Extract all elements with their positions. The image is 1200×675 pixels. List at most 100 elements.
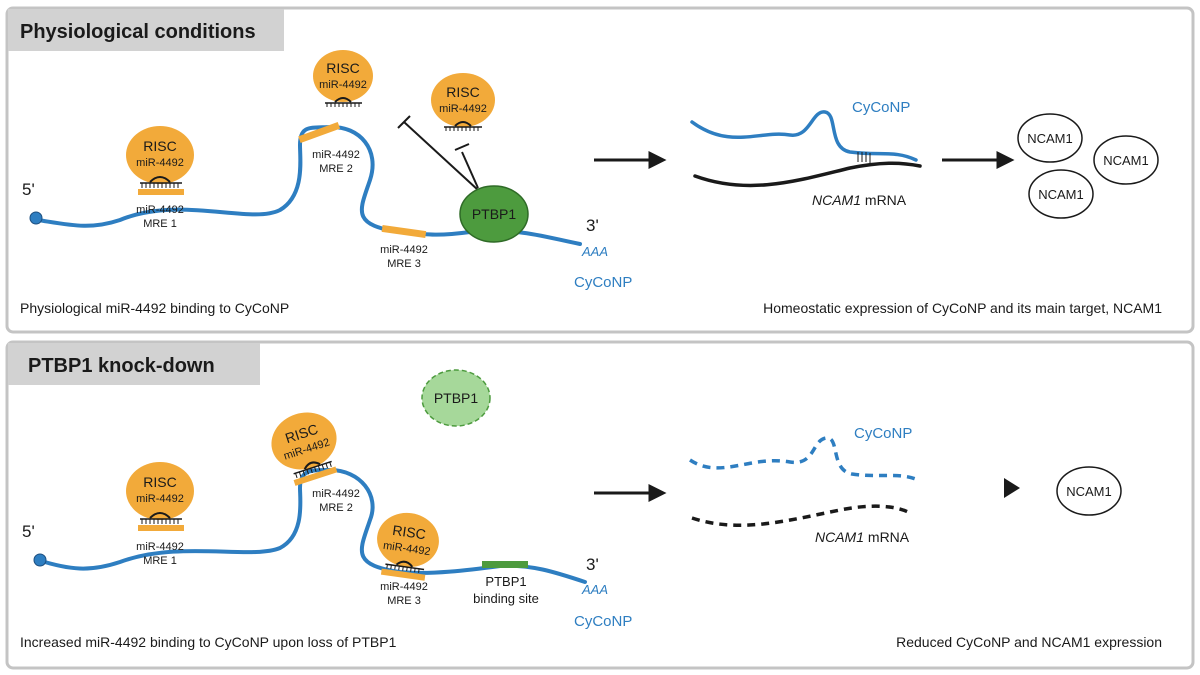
polya-tail: AAA (581, 244, 608, 259)
caption-right: Reduced CyCoNP and NCAM1 expression (896, 634, 1162, 650)
mirna-loop (334, 97, 352, 103)
binding-site-label: binding site (473, 591, 539, 606)
inhibition-bar (454, 143, 470, 151)
mre-1-complex: RISC miR-4492 miR-4492 MRE 1 (126, 462, 194, 567)
mrna-suffix: mRNA (861, 192, 907, 208)
mre-2 (298, 121, 341, 143)
mre-3-site: miR-4492 MRE 3 (380, 224, 428, 270)
base-pairing (857, 152, 871, 163)
ncam1-gene-name: NCAM1 (815, 529, 864, 545)
ncam1-mrna-label: NCAM1 mRNA (812, 192, 907, 208)
risc-label: RISC (143, 138, 176, 154)
cyconp-rna (690, 110, 918, 162)
reduced-arrow-head (1004, 478, 1020, 498)
mirna-loop (454, 121, 472, 127)
cyconp-label: CyCoNP (852, 99, 910, 116)
mre-label: MRE 2 (319, 163, 353, 175)
mrna-suffix: mRNA (864, 529, 910, 545)
ncam1-mrna-label: NCAM1 mRNA (815, 529, 910, 545)
risc-mirna-label: miR-4492 (136, 157, 184, 169)
mre-2-complex: RISC miR-4492 miR-4492 MRE 2 (298, 50, 373, 175)
inhibition-bar (397, 115, 411, 129)
risc-complex (126, 126, 194, 184)
ncam1-protein (1093, 135, 1159, 185)
ncam1-protein (1056, 466, 1122, 516)
risc-label: RISC (391, 522, 426, 543)
mre-label: miR-4492 (380, 244, 428, 256)
free-risc-complex: RISC miR-4492 (431, 73, 495, 131)
mre-label: MRE 1 (143, 218, 177, 230)
panel-header (8, 9, 284, 51)
three-prime-label: 3' (586, 216, 599, 235)
panel-title: Physiological conditions (20, 21, 256, 43)
ptbp1-protein (459, 185, 529, 243)
mre-label: miR-4492 (136, 204, 184, 216)
ncam1-mrna (693, 161, 922, 188)
risc-complex (377, 512, 439, 568)
ncam1-protein-label: NCAM1 (1027, 131, 1073, 146)
risc-mirna-label: miR-4492 (136, 493, 184, 505)
mre-label: MRE 3 (387, 258, 421, 270)
mre-label: miR-4492 (312, 488, 360, 500)
five-prime-label: 5' (22, 522, 35, 541)
risc-label: RISC (326, 60, 359, 76)
mre-3 (380, 568, 426, 581)
five-prime-label: 5' (22, 180, 35, 199)
ncam1-gene-name: NCAM1 (812, 192, 861, 208)
panel-border (5, 6, 1195, 334)
mre-2-complex: RISC miR-4492 miR-4492 MRE 2 (271, 412, 360, 514)
ptbp1-label: PTBP1 (472, 206, 517, 222)
ncam1-protein-label: NCAM1 (1103, 153, 1149, 168)
risc-complex (431, 73, 495, 127)
ncam1-protein (1028, 169, 1094, 219)
cyconp-label: CyCoNP (854, 425, 912, 442)
caption-right: Homeostatic expression of CyCoNP and its… (763, 300, 1162, 316)
ptbp1-binding-site (482, 561, 528, 568)
mre-label: miR-4492 (312, 149, 360, 161)
mre-3 (381, 224, 427, 239)
risc-mirna-label: miR-4492 (319, 79, 367, 91)
risc-label: RISC (143, 474, 176, 490)
mirna-loop (395, 560, 414, 568)
risc-complex (271, 412, 337, 470)
inhibition-line (461, 151, 479, 189)
ncam1-mrna-degraded (691, 504, 911, 527)
inhibition-line (403, 121, 479, 191)
mirna-loop (149, 176, 171, 183)
binding-site-label: PTBP1 (485, 574, 526, 589)
three-prime-label: 3' (586, 555, 599, 574)
panel-ptbp1-knockdown: PTBP1 knock-down PTBP1 5' 3' AAA CyCoNP … (5, 340, 1195, 670)
mre-label: miR-4492 (136, 541, 184, 553)
cyconp-rna-degraded (689, 436, 919, 482)
cyconp-rna-label: CyCoNP (574, 613, 632, 630)
caption-left: Increased miR-4492 binding to CyCoNP upo… (20, 634, 397, 650)
risc-mirna-label: miR-4492 (439, 103, 487, 115)
mre-3-complex: RISC miR-4492 miR-4492 MRE 3 (377, 512, 439, 607)
mre-1-complex: RISC miR-4492 miR-4492 MRE 1 (126, 126, 194, 230)
risc-complex (313, 50, 373, 102)
mre-label: MRE 3 (387, 595, 421, 607)
polya-tail: AAA (581, 582, 608, 597)
cyconp-rna-label: CyCoNP (574, 274, 632, 291)
mirna-loop (303, 461, 321, 470)
mre-1 (138, 525, 184, 531)
mre-1 (138, 189, 184, 195)
panel-header (8, 343, 260, 385)
ptbp1-protein-faded (421, 369, 491, 427)
panel-physiological: Physiological conditions 5' 3' AAA CyCoN… (5, 6, 1195, 334)
mre-label: MRE 2 (319, 502, 353, 514)
five-prime-cap (29, 211, 43, 225)
panel-title: PTBP1 knock-down (28, 355, 215, 377)
ncam1-protein-label: NCAM1 (1066, 484, 1112, 499)
ptbp1-label: PTBP1 (434, 390, 479, 406)
five-prime-cap (33, 553, 47, 567)
caption-left: Physiological miR-4492 binding to CyCoNP (20, 300, 289, 316)
mre-2 (293, 466, 338, 486)
mre-label: MRE 1 (143, 555, 177, 567)
ncam1-protein-label: NCAM1 (1038, 187, 1084, 202)
mre-label: miR-4492 (380, 581, 428, 593)
risc-label: RISC (446, 84, 479, 100)
risc-complex (126, 462, 194, 520)
